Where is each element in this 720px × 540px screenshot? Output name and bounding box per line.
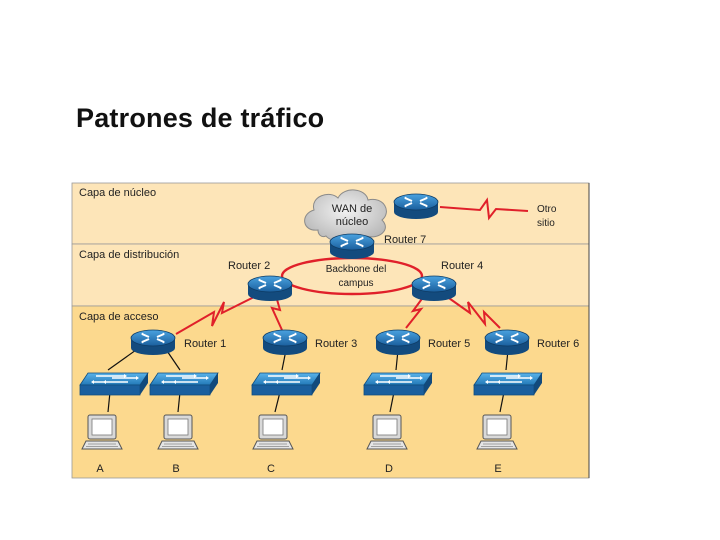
host-label-d: D	[385, 463, 393, 475]
computer-icon	[476, 414, 518, 450]
wan-cloud: WAN de núcleo	[304, 189, 387, 243]
switch-icon	[473, 372, 543, 396]
slide-title: Patrones de tráfico	[76, 103, 325, 133]
link-router2-router1	[175, 295, 257, 335]
access-layer-label: Capa de acceso	[79, 311, 159, 323]
wan-serial-link	[439, 197, 529, 221]
router5-label: Router 5	[428, 338, 470, 350]
router-icon	[484, 329, 530, 356]
backbone-label-line2: campus	[338, 278, 373, 289]
router2-label: Router 2	[228, 260, 270, 272]
router-icon	[411, 275, 457, 302]
router1-label: Router 1	[184, 338, 226, 350]
computer-icon	[366, 414, 408, 450]
router-icon	[130, 329, 176, 356]
switch-icon	[79, 372, 149, 396]
backbone-label-line1: Backbone del	[326, 264, 387, 275]
distribution-layer-label: Capa de distribución	[79, 249, 179, 261]
router-icon	[393, 193, 439, 220]
link-router4-router5	[405, 295, 425, 329]
host-label-e: E	[494, 463, 501, 475]
host-label-a: A	[96, 463, 104, 475]
computer-icon	[81, 414, 123, 450]
router-icon	[375, 329, 421, 356]
computer-icon	[157, 414, 199, 450]
wan-cloud-label-line2: núcleo	[336, 216, 368, 228]
wan-cloud-label-line1: WAN de	[332, 203, 373, 215]
router-icon	[262, 329, 308, 356]
remote-site-label-line1: Otro	[537, 204, 557, 215]
host-label-b: B	[172, 463, 179, 475]
core-layer-label: Capa de núcleo	[79, 187, 156, 199]
router-icon	[247, 275, 293, 302]
link-router2-router3	[270, 295, 283, 331]
switch-icon	[363, 372, 433, 396]
router6-label: Router 6	[537, 338, 579, 350]
router3-label: Router 3	[315, 338, 357, 350]
router4-label: Router 4	[441, 260, 483, 272]
router7-label: Router 7	[384, 234, 426, 246]
router-icon	[329, 233, 375, 260]
switch-icon	[251, 372, 321, 396]
link-router4-router6	[445, 295, 501, 329]
remote-site-label-line2: sitio	[537, 218, 555, 229]
switch-icon	[149, 372, 219, 396]
host-label-c: C	[267, 463, 275, 475]
computer-icon	[252, 414, 294, 450]
